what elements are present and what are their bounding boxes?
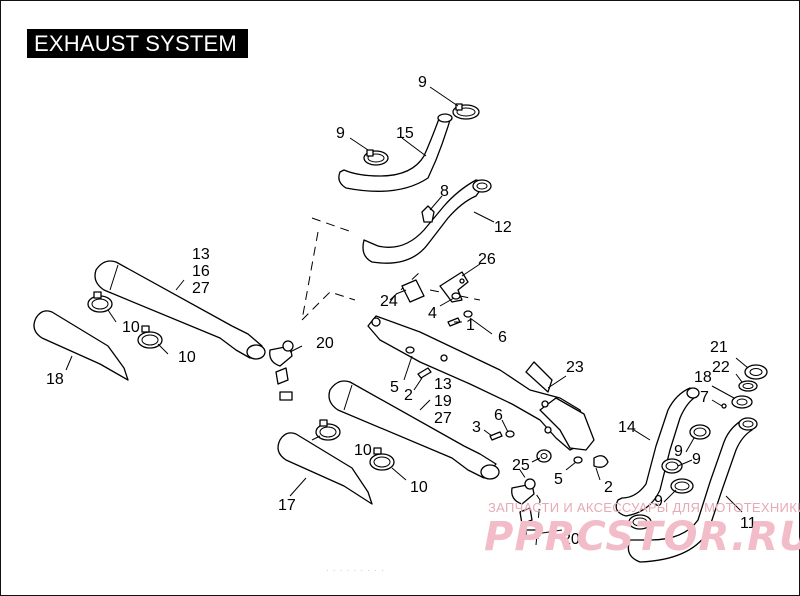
- clamp-10-lower-a: [315, 419, 341, 441]
- callout-10: 10: [122, 319, 140, 336]
- clamp-10-lower-b: [369, 447, 395, 471]
- part-26-bracket: [439, 271, 469, 303]
- callout-25: 25: [512, 457, 530, 474]
- callout-4: 4: [428, 305, 437, 322]
- callout-9: 9: [654, 493, 663, 510]
- leader-lines: [65, 86, 749, 535]
- callout-9: 9: [418, 74, 427, 91]
- callout-3: 3: [472, 419, 481, 436]
- callout-27: 27: [434, 410, 452, 427]
- callout-9: 9: [674, 443, 683, 460]
- callout-7: 7: [700, 389, 709, 406]
- hardware-3-6: [489, 430, 515, 441]
- callout-26: 26: [478, 251, 496, 268]
- clamp-10-upper-b: [137, 325, 163, 349]
- gaskets-21-22-18: [721, 364, 768, 409]
- callout-6: 6: [494, 407, 503, 424]
- callout-23: 23: [566, 359, 584, 376]
- upper-muffler-13-16-27: [94, 260, 266, 360]
- callout-15: 15: [396, 125, 414, 142]
- clamp-9-right-c: [670, 478, 694, 494]
- callout-24: 24: [380, 293, 398, 310]
- callout-12: 12: [494, 219, 512, 236]
- callout-17: 17: [278, 497, 296, 514]
- callout-18: 18: [694, 369, 712, 386]
- clamp-9-right-d: [628, 514, 652, 530]
- callout-13: 13: [434, 376, 452, 393]
- callout-13: 13: [192, 246, 210, 263]
- callout-21: 21: [710, 339, 728, 356]
- part-18-end-cap-upper: [33, 310, 129, 381]
- part-15-header-pipe: [338, 113, 453, 192]
- part-25-gasket: [536, 449, 552, 463]
- hardware-5-2-right: [573, 455, 609, 468]
- callout-10: 10: [410, 479, 428, 496]
- callout-27: 27: [192, 280, 210, 297]
- callout-14: 14: [618, 419, 636, 436]
- footer-note: · · · · · · · · ·: [326, 566, 385, 575]
- callout-9: 9: [692, 451, 701, 468]
- callout-5: 5: [554, 471, 563, 488]
- callout-11: 11: [740, 515, 757, 532]
- hardware-4-6-1: [447, 292, 473, 327]
- clamp-9-left: [363, 149, 389, 166]
- callout-1: 1: [466, 317, 475, 334]
- part-14-rear-header: [615, 387, 700, 517]
- callout-2: 2: [404, 387, 413, 404]
- lower-muffler-13-19-27: [328, 380, 500, 480]
- hardware-5-2-left: [405, 346, 432, 379]
- callout-2: 2: [604, 479, 613, 496]
- part-23-mount-bracket: [367, 315, 595, 451]
- callout-labels: 9 9 15 8 12 26 24 4 1 6 20 13 16 27 10 1…: [46, 74, 757, 548]
- clamp-9-top: [452, 103, 480, 120]
- watermark-logo: PPRCSTOR.RU: [484, 514, 800, 560]
- part-24-heat-shield-block: [401, 279, 425, 303]
- part-11-front-header-lower: [627, 417, 758, 563]
- callout-20: 20: [562, 531, 580, 548]
- callout-20: 20: [316, 335, 334, 352]
- callout-18: 18: [46, 371, 64, 388]
- part-8-plug: [421, 205, 435, 223]
- part-20-clamp-upper: [269, 340, 294, 401]
- callout-16: 16: [192, 263, 210, 280]
- callout-5: 5: [390, 379, 399, 396]
- part-12-front-header: [362, 179, 492, 264]
- clamp-9-right-b: [661, 458, 683, 474]
- clamp-10-upper-a: [87, 291, 113, 313]
- callout-10: 10: [178, 349, 196, 366]
- callout-22: 22: [712, 359, 730, 376]
- part-17-end-cap-lower: [277, 432, 373, 505]
- watermark-tagline: ЗАПЧАСТИ И АКСЕССУАРЫ ДЛЯ МОТОТЕХНИКИ: [488, 500, 800, 515]
- callout-8: 8: [440, 183, 449, 200]
- clamp-9-right-a: [689, 424, 711, 440]
- callout-19: 19: [434, 393, 452, 410]
- callout-9: 9: [336, 125, 345, 142]
- callout-10: 10: [354, 442, 372, 459]
- callout-6: 6: [498, 329, 507, 346]
- part-20-clamp-lower: [511, 478, 539, 539]
- diagram-title: EXHAUST SYSTEM: [27, 29, 248, 58]
